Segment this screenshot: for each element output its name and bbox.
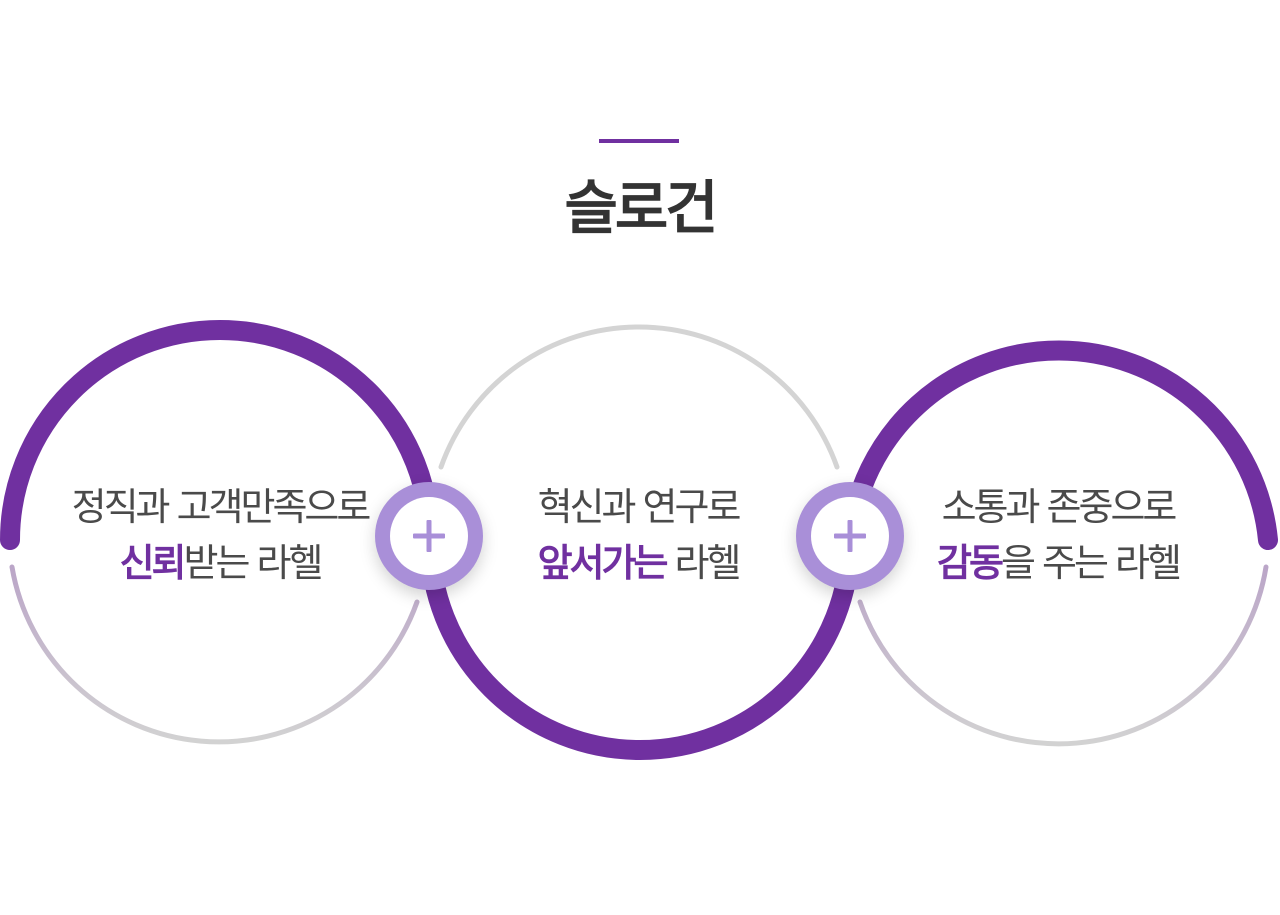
slogan-1-line2: 신뢰받는 라헬: [30, 535, 410, 591]
plus-icon: [413, 520, 445, 552]
ring-2-top-arc: [438, 324, 840, 470]
plus-button-1-inner: [390, 497, 468, 575]
ring-2: [420, 324, 860, 760]
slogan-2-line1: 혁신과 연구로: [537, 485, 742, 529]
slogan-3-line2: 감동을 주는 라헬: [868, 535, 1248, 591]
slogan-3-highlight: 감동: [937, 541, 1004, 585]
page-title: 슬로건: [564, 174, 718, 242]
slogan-2-highlight: 앞서가는: [537, 541, 669, 585]
ring-3-top-arc: [840, 340, 1278, 550]
ring-2-bottom-arc: [420, 530, 860, 760]
slogan-2-line2: 앞서가는 라헬: [448, 535, 828, 591]
plus-button-2[interactable]: [796, 482, 904, 590]
slogan-2-line2-rest: 라헬: [665, 541, 742, 585]
slogan-3-line2-rest: 을 주는 라헬: [1000, 541, 1182, 585]
slogan-1-line2-rest: 받는 라헬: [183, 541, 324, 585]
title-accent-bar: [599, 139, 679, 143]
slogan-1-highlight: 신뢰: [119, 541, 187, 585]
slogan-3-line1: 소통과 존중으로: [941, 485, 1178, 529]
slogan-3: 소통과 존중으로 감동을 주는 라헬: [868, 479, 1248, 591]
ring-1: [0, 320, 440, 745]
plus-button-1[interactable]: [375, 482, 483, 590]
ring-3: [840, 340, 1278, 747]
plus-button-2-inner: [811, 497, 889, 575]
slogan-1-line1: 정직과 고객만족으로: [71, 485, 372, 529]
ring-1-top-arc: [0, 320, 440, 550]
ring-1-bottom-arc: [9, 564, 420, 745]
ring-3-bottom-arc: [857, 564, 1269, 747]
slogan-1: 정직과 고객만족으로 신뢰받는 라헬: [30, 479, 410, 591]
plus-icon: [834, 520, 866, 552]
slogan-2: 혁신과 연구로 앞서가는 라헬: [448, 479, 828, 591]
